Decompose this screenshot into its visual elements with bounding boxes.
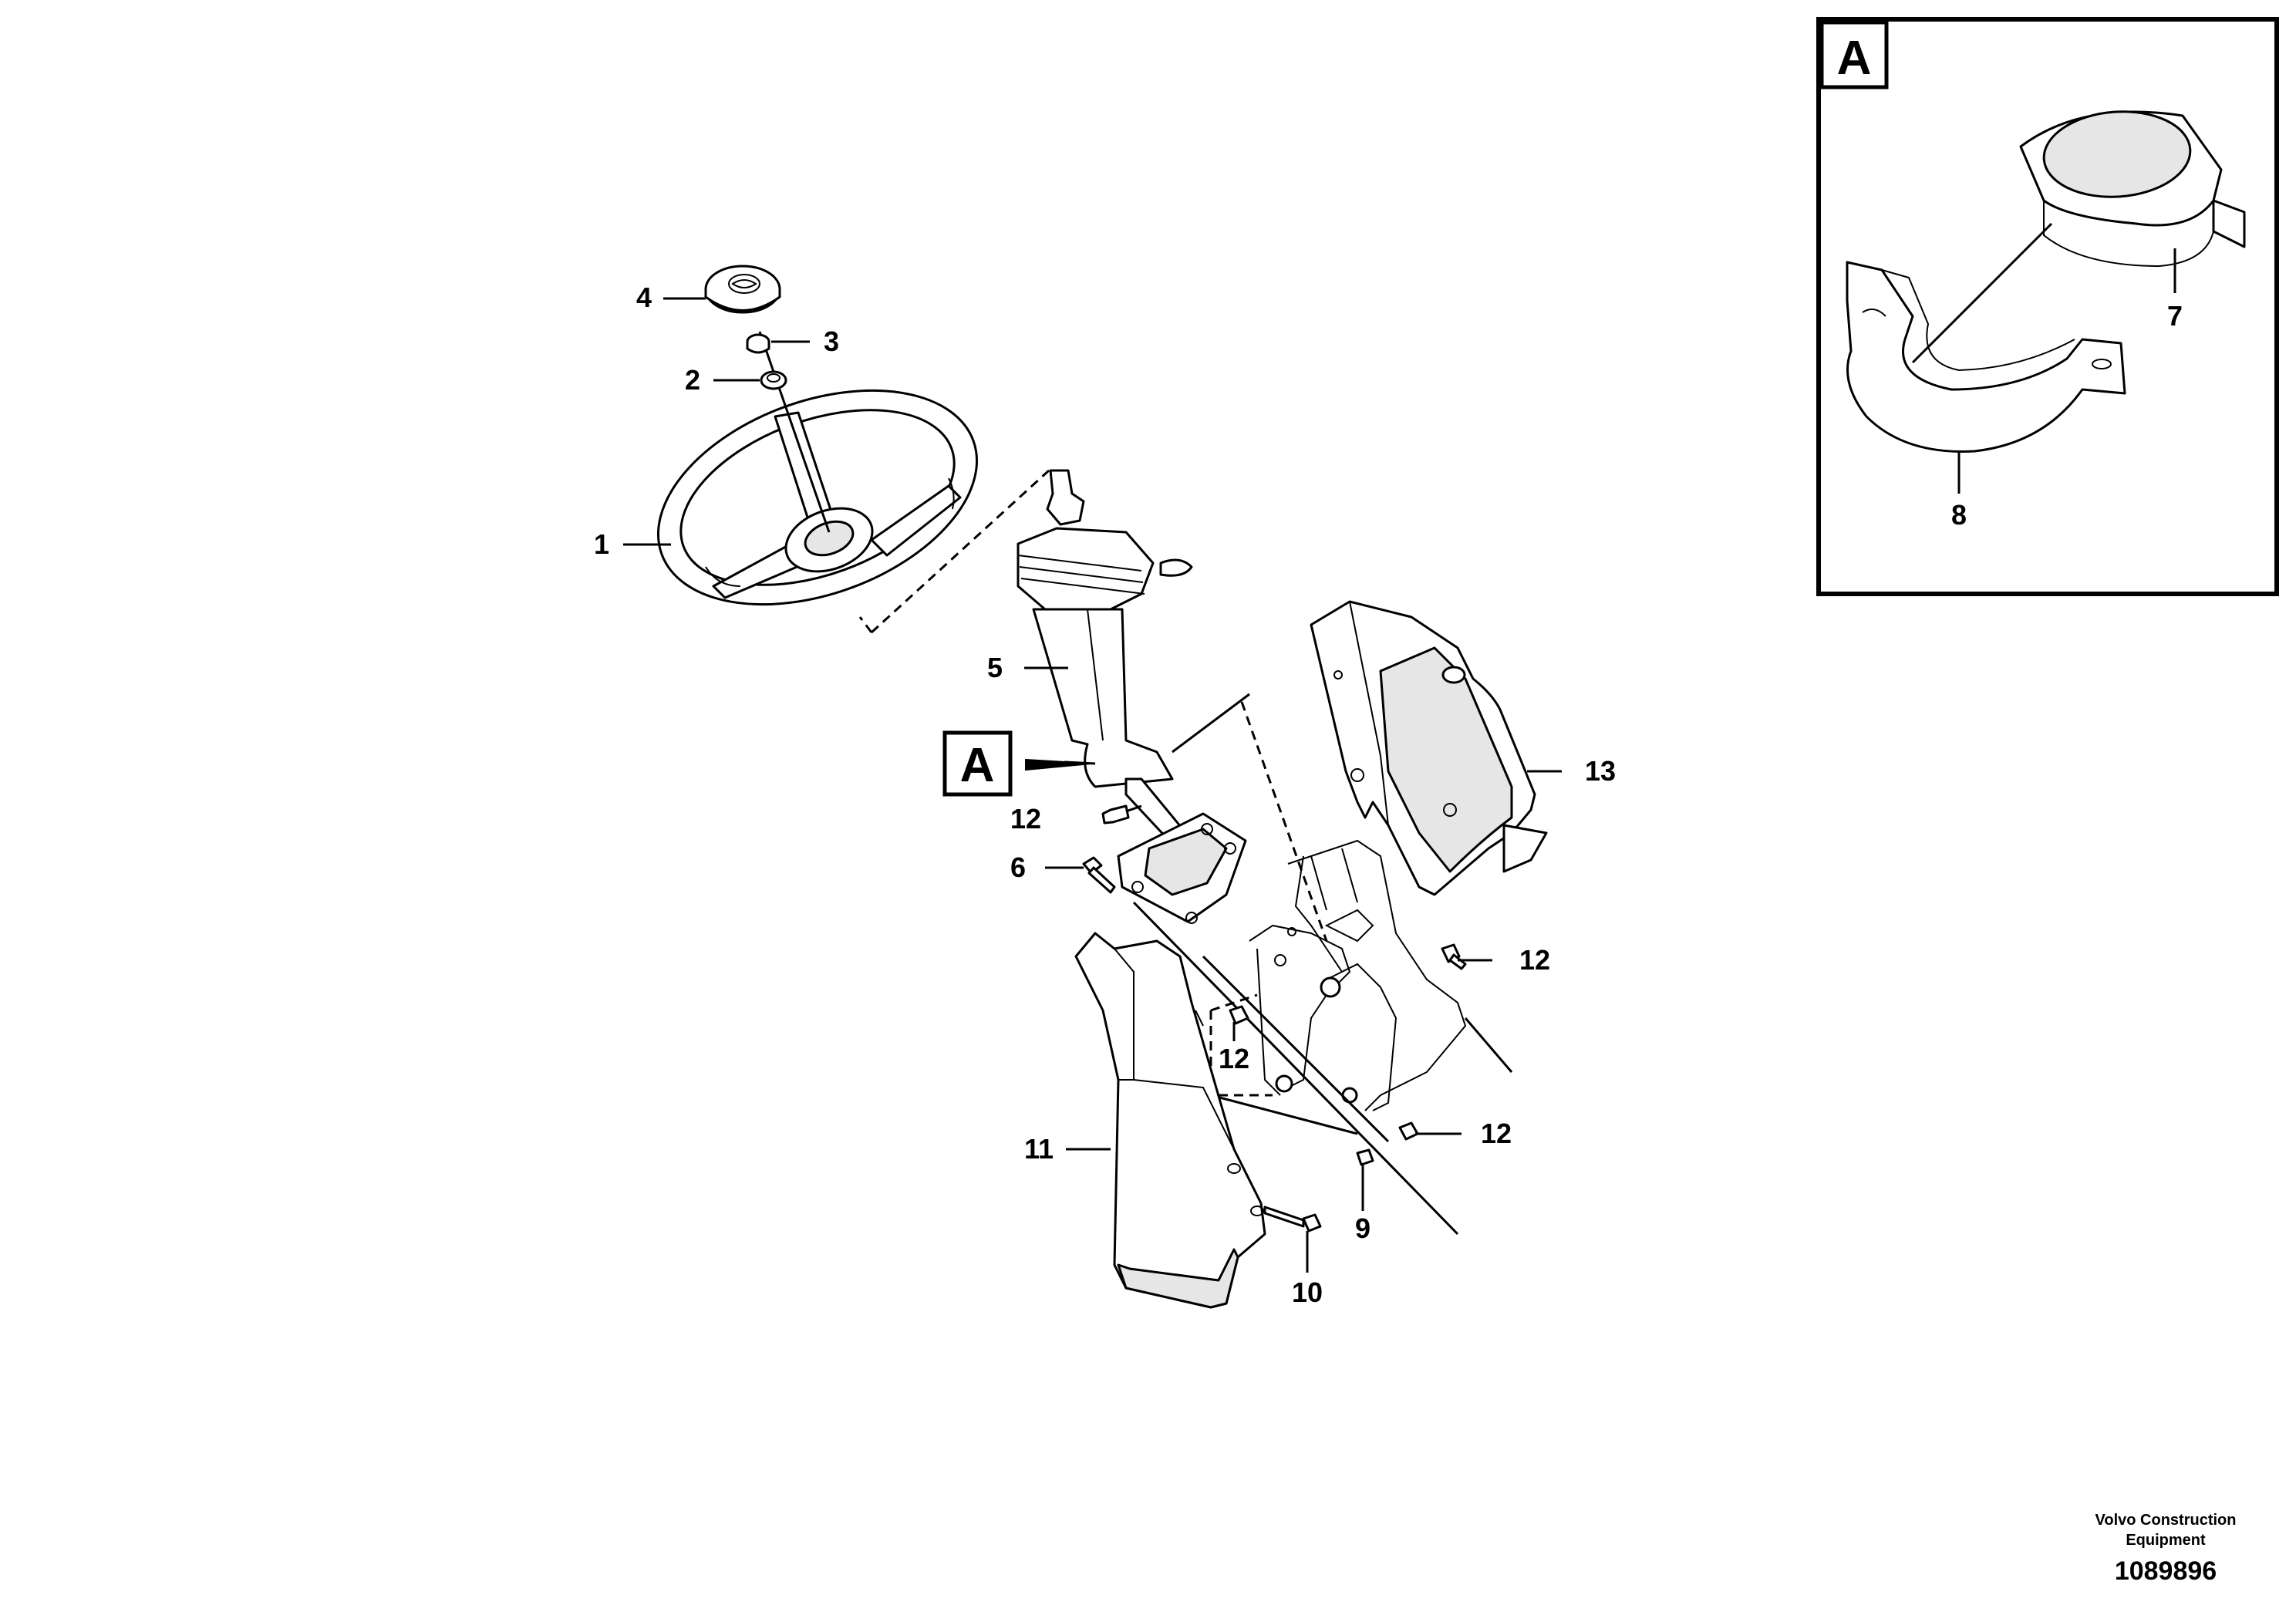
company-name-line1: Volvo Construction xyxy=(2095,1512,2237,1529)
part-5-steering-column xyxy=(1017,469,1247,924)
footer-block: Volvo Construction Equipment 1089896 xyxy=(2095,1512,2237,1586)
bolt-12-middle xyxy=(1229,1005,1249,1025)
part-11-column-cover xyxy=(1074,932,1266,1309)
callout-9: 9 xyxy=(1355,1212,1371,1244)
bolt-10 xyxy=(1263,1206,1322,1233)
bolt-12-column xyxy=(1101,804,1142,824)
detail-marker-a: A xyxy=(942,693,1250,797)
part-13-cover-panel xyxy=(1310,600,1548,896)
detail-inset-a: A 7 8 xyxy=(1816,17,2279,596)
callout-6: 6 xyxy=(1010,851,1026,883)
callout-12-column: 12 xyxy=(1010,803,1041,835)
callout-11: 11 xyxy=(1024,1133,1054,1165)
callout-3: 3 xyxy=(824,325,839,357)
part-1-steering-wheel xyxy=(656,389,979,606)
callout-12-right-bottom: 12 xyxy=(1481,1118,1512,1149)
callout-7: 7 xyxy=(2167,300,2183,332)
bolt-6 xyxy=(1082,856,1116,894)
marker-label: A xyxy=(960,739,995,792)
company-name-line2: Equipment xyxy=(2126,1532,2206,1549)
callout-8: 8 xyxy=(1951,499,1967,531)
callout-12-middle: 12 xyxy=(1219,1043,1249,1074)
bolt-12-right-top xyxy=(1441,943,1467,970)
part-8-bracket xyxy=(1846,261,2126,453)
callout-12-right-top: 12 xyxy=(1519,944,1550,976)
inset-label: A xyxy=(1837,32,1872,85)
nut-9 xyxy=(1356,1148,1374,1166)
part-4-horn-cap xyxy=(704,265,781,314)
callout-10: 10 xyxy=(1292,1276,1323,1308)
part-7-cup xyxy=(2019,110,2246,268)
document-number: 1089896 xyxy=(2115,1556,2217,1586)
callout-13: 13 xyxy=(1585,755,1616,787)
callout-1: 1 xyxy=(594,528,609,560)
support-frame xyxy=(1249,839,1467,1111)
callout-5: 5 xyxy=(987,652,1003,683)
part-2-nut xyxy=(760,370,787,390)
bolt-12-right-bottom xyxy=(1398,1121,1419,1141)
part-3-washer xyxy=(746,333,770,354)
callout-2: 2 xyxy=(685,364,700,396)
callout-4: 4 xyxy=(636,282,652,313)
